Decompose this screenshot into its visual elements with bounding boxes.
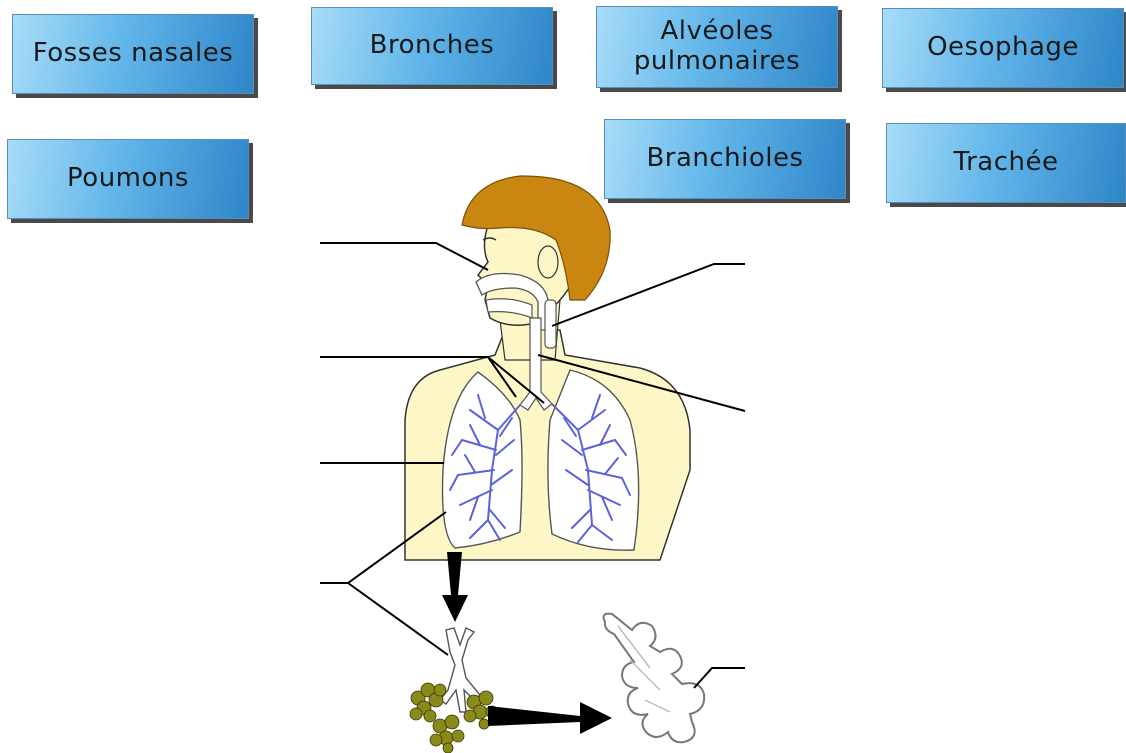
alveolus-closeup [604, 614, 705, 743]
pointer-alveolus [694, 668, 745, 688]
oesophagus [545, 300, 556, 348]
pointer-nose [320, 243, 488, 270]
down-arrow [442, 552, 468, 622]
ear [538, 246, 558, 278]
right-arrow [488, 702, 612, 734]
